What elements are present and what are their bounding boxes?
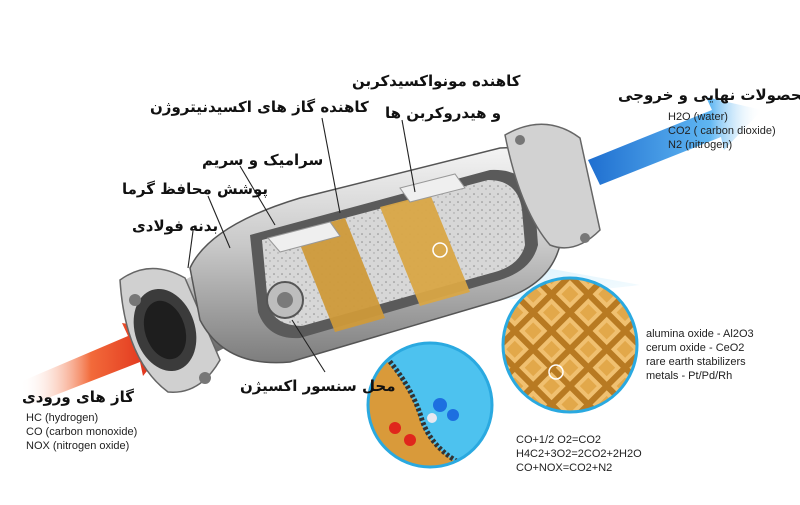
reaction-zoom <box>366 341 494 469</box>
list-item: CO+1/2 O2=CO2 <box>516 434 601 446</box>
label-nox-reducer: کاهنده گاز های اکسیدنیتروژن <box>150 98 369 116</box>
label-steel-body: بدنه فولادی <box>132 217 219 235</box>
list-item: CO (carbon monoxide) <box>26 426 138 438</box>
list-item: alumina oxide - Al2O3 <box>646 328 754 340</box>
leader-lines <box>187 117 416 373</box>
inlet-gas-list: HC (hydrogen) CO (carbon monoxide) NOX (… <box>26 411 137 453</box>
list-item: metals - Pt/Pd/Rh <box>646 370 733 382</box>
list-item: H4C2+3O2=2CO2+2H2O <box>516 448 642 460</box>
list-item: H2O (water) <box>668 111 728 123</box>
label-outlet-products: محصولات نهایی و خروجی <box>618 86 800 104</box>
label-inlet-gas: گاز های ورودی <box>22 388 134 406</box>
list-item: NOX (nitrogen oxide) <box>26 440 130 452</box>
list-item: HC (hydrogen) <box>26 412 99 424</box>
outlet-products-list: H2O (water) CO2 ( carbon dioxide) N2 (ni… <box>668 110 776 152</box>
label-co-hc-reducer-line2: و هیدروکربن ها <box>385 104 502 122</box>
label-co-hc-reducer-line1: کاهنده مونواکسیدکربن <box>352 72 521 90</box>
materials-list: alumina oxide - Al2O3 cerum oxide - CeO2… <box>646 327 754 383</box>
outlet-arrow <box>588 97 762 185</box>
converter-body <box>189 147 561 364</box>
outlet-flange <box>504 123 601 249</box>
co-molecule <box>389 422 401 434</box>
label-heat-shield: پوشش محافظ گرما <box>122 180 269 198</box>
list-item: N2 (nitrogen) <box>668 139 733 151</box>
label-ceramic-cerium: سرامیک و سریم <box>202 151 324 169</box>
list-item: CO2 ( carbon dioxide) <box>668 125 776 137</box>
list-item: rare earth stabilizers <box>646 356 746 368</box>
list-item: CO+NOX=CO2+N2 <box>516 462 613 474</box>
reactions-list: CO+1/2 O2=CO2 H4C2+3O2=2CO2+2H2O CO+NOX=… <box>516 433 642 475</box>
co-hc-catalyst-band <box>380 194 470 306</box>
honeycomb-zoom <box>501 276 639 414</box>
list-item: cerum oxide - CeO2 <box>646 342 745 354</box>
label-oxygen-sensor: محل سنسور اکسیژن <box>240 377 396 395</box>
nox-catalyst-band <box>295 218 385 332</box>
o2-molecule <box>433 398 447 412</box>
